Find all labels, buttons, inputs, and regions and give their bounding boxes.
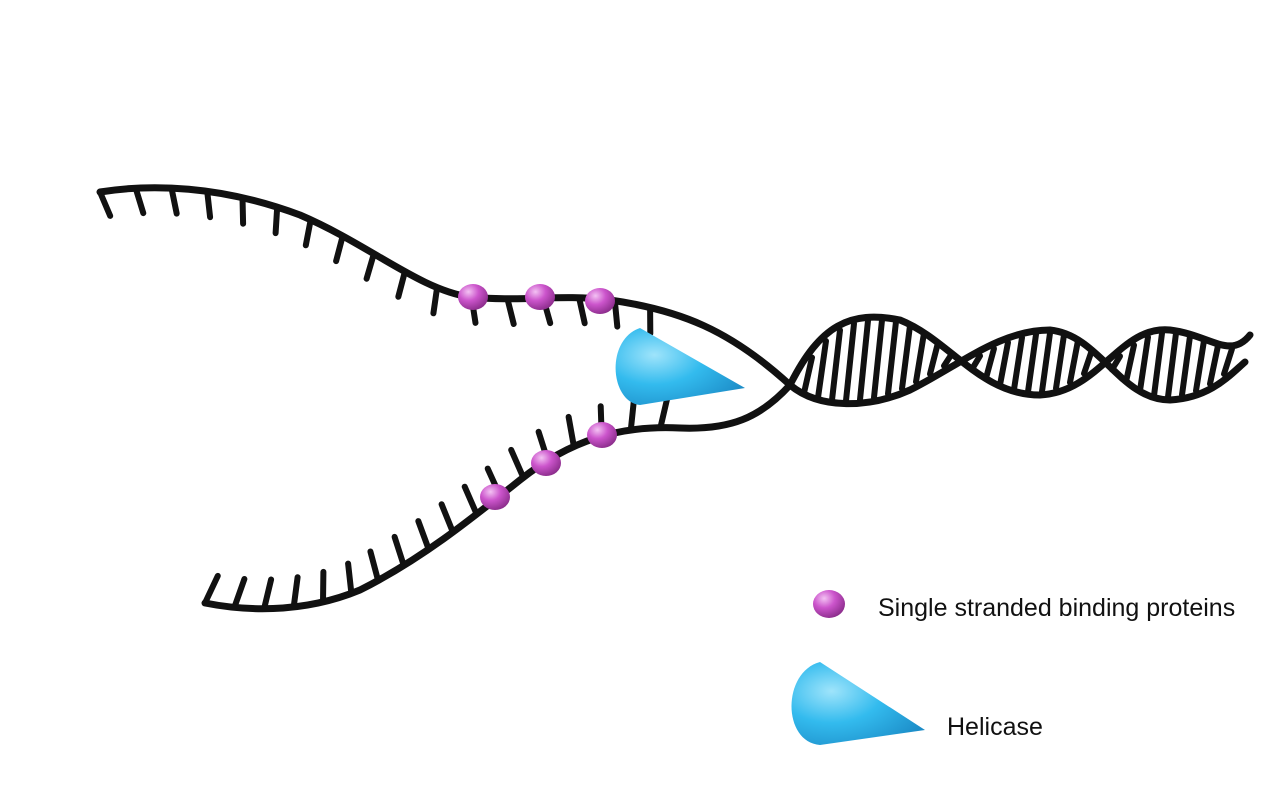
base-rung [627, 397, 637, 433]
base-pair-rung [801, 354, 815, 396]
base-pair-rung [1039, 330, 1053, 395]
base-rung [202, 572, 221, 606]
top-strand-bases [97, 185, 654, 337]
binding-proteins [458, 284, 617, 510]
base-rung [504, 295, 517, 327]
base-rung [168, 185, 180, 217]
base-pair-rung [843, 320, 857, 404]
base-pair-rung [899, 322, 913, 392]
base-pair-rung [927, 339, 941, 377]
legend-helicase-label: Helicase [947, 713, 1043, 741]
base-pair-rung [871, 317, 885, 401]
base-rung [576, 294, 588, 327]
base-rung [272, 204, 281, 237]
purple-sphere-icon [480, 484, 510, 510]
purple-sphere-icon [531, 450, 561, 476]
base-rung [345, 560, 355, 597]
base-pair-rung [1193, 337, 1207, 394]
base-pair-rung [1207, 342, 1221, 387]
base-pair-rung [815, 338, 829, 401]
base-pair-rung [1067, 337, 1081, 386]
purple-sphere-icon [587, 422, 617, 448]
base-rung [333, 233, 346, 265]
base-pair-rung [1151, 330, 1165, 399]
purple-sphere-icon [525, 284, 555, 310]
helix-strand-a [786, 313, 1254, 399]
base-pair-rung [829, 327, 843, 403]
base-rung [391, 533, 407, 569]
base-rung [302, 216, 314, 249]
base-rung [261, 576, 275, 612]
legend-blue-cone-icon [791, 662, 925, 745]
base-pair-rung [1137, 334, 1151, 394]
base-rung [367, 548, 382, 584]
base-rung [430, 284, 441, 317]
base-rung [239, 194, 247, 227]
double-helix-base-pairs [801, 317, 1235, 404]
base-pair-rung [1179, 333, 1193, 398]
base-rung [231, 576, 248, 611]
base-rung [657, 395, 671, 431]
base-pair-rung [1053, 331, 1067, 392]
helicase-icon [615, 328, 745, 405]
base-rung [204, 188, 214, 221]
base-rung [438, 501, 456, 536]
base-pair-rung [885, 318, 899, 397]
purple-sphere-icon [458, 284, 488, 310]
bottom-strand-bases [202, 395, 671, 612]
base-rung [395, 268, 408, 300]
base-pair-rung [857, 317, 871, 403]
base-pair-rung [1011, 334, 1025, 393]
base-rung [611, 297, 621, 330]
base-rung [132, 185, 147, 217]
base-rung [565, 413, 577, 450]
bottom-strand-backbone [201, 381, 794, 613]
base-pair-rung [1165, 330, 1179, 400]
base-rung [290, 574, 301, 610]
base-rung [461, 483, 480, 518]
base-pair-rung [1081, 346, 1095, 377]
legend-ssb-label: Single stranded binding proteins [878, 594, 1236, 622]
legend-purple-sphere-icon [813, 590, 845, 618]
base-rung [363, 250, 377, 282]
purple-sphere-icon [585, 288, 615, 314]
base-pair-rung [983, 345, 997, 382]
base-rung [97, 189, 114, 219]
base-pair-rung [1221, 345, 1235, 377]
base-pair-rung [1025, 331, 1039, 395]
base-pair-rung [913, 330, 927, 385]
base-rung [415, 518, 432, 553]
helix-strand-b [786, 326, 1249, 408]
base-pair-rung [1123, 342, 1137, 385]
base-pair-rung [997, 339, 1011, 388]
base-rung [508, 446, 527, 481]
